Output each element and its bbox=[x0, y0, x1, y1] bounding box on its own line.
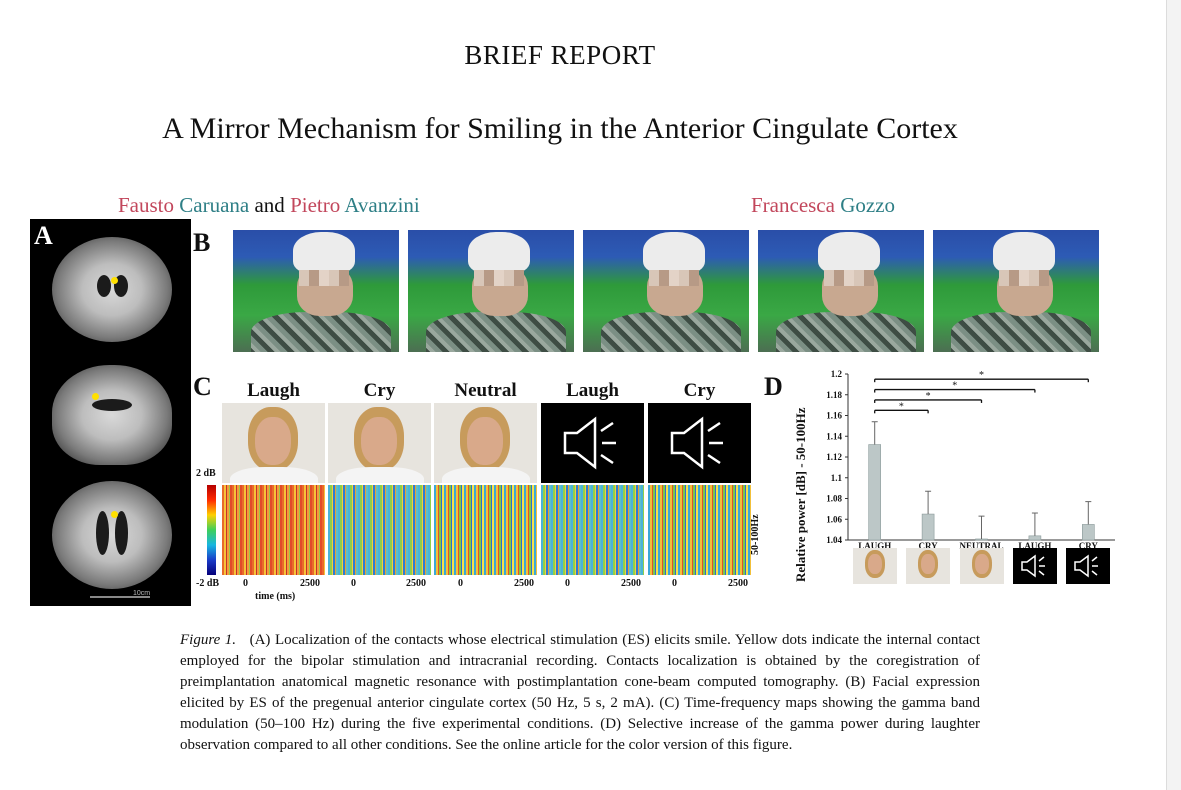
condition-label: Laugh bbox=[247, 380, 300, 401]
contact-dot bbox=[92, 393, 99, 400]
y-tick-label: 1.1 bbox=[831, 473, 843, 483]
condition-label: Cry bbox=[683, 380, 716, 401]
panel-letter-a: A bbox=[34, 221, 53, 250]
mri-axial-image bbox=[52, 481, 172, 589]
report-label: BRIEF REPORT bbox=[464, 40, 656, 70]
mri-sagittal-image bbox=[52, 365, 172, 465]
y-tick-label: 1.06 bbox=[826, 514, 842, 524]
patient-photo bbox=[233, 230, 399, 352]
patient-photo bbox=[758, 230, 924, 352]
stimulus-face-cry bbox=[328, 403, 431, 483]
bar bbox=[1081, 524, 1095, 541]
panel-letter-b: B bbox=[193, 228, 211, 257]
y-tick-label: 1.16 bbox=[826, 411, 842, 421]
contact-dot bbox=[111, 511, 118, 518]
tf-map-cry bbox=[328, 485, 431, 575]
condition-label: Cry bbox=[363, 380, 396, 401]
author-joiner: and bbox=[254, 193, 285, 217]
category-face-thumbnail bbox=[906, 548, 951, 584]
contact-dot bbox=[111, 277, 118, 284]
colorbar bbox=[207, 485, 216, 575]
panel-letter-c: C bbox=[193, 372, 212, 401]
patient-photo bbox=[583, 230, 749, 352]
y-tick-label: 1.08 bbox=[826, 494, 842, 504]
patient-photo bbox=[933, 230, 1099, 352]
tf-tick: 0 bbox=[458, 578, 463, 589]
bar bbox=[1028, 535, 1042, 541]
colorbar-top-label: 2 dB bbox=[196, 468, 216, 479]
stimulus-face-laugh bbox=[222, 403, 325, 483]
significance-marker: * bbox=[899, 401, 904, 412]
y-tick-label: 1.18 bbox=[826, 390, 842, 400]
tf-tick: 2500 bbox=[406, 578, 426, 589]
condition-label: Laugh bbox=[566, 380, 619, 401]
scale-label: 10cm bbox=[133, 590, 151, 597]
author-last-name: Gozzo bbox=[840, 193, 896, 217]
patient-photo bbox=[408, 230, 574, 352]
bar bbox=[868, 444, 882, 541]
author-first-name: Francesca bbox=[751, 193, 835, 217]
author-line-right: Francesca Gozzo bbox=[751, 193, 895, 218]
category-label: LAUGH bbox=[858, 541, 891, 551]
tf-map-cry-audio bbox=[648, 485, 751, 575]
category-label: NEUTRAL bbox=[959, 541, 1003, 551]
category-label: CRY bbox=[919, 541, 939, 551]
tf-tick: 0 bbox=[565, 578, 570, 589]
caption-text: (A) Localization of the contacts whose e… bbox=[180, 632, 981, 753]
colorbar-bottom-label: -2 dB bbox=[196, 578, 220, 589]
significance-marker: * bbox=[979, 370, 984, 381]
panel-a-mri: A 10cm bbox=[30, 219, 191, 606]
figure-label: Figure 1. bbox=[180, 632, 237, 648]
speaker-icon bbox=[1066, 548, 1111, 584]
mri-coronal-image bbox=[52, 237, 172, 342]
tf-band-label: 50-100Hz bbox=[750, 514, 761, 555]
tf-map-neutral bbox=[434, 485, 537, 575]
speaker-icon bbox=[1012, 548, 1057, 584]
tf-map-laugh bbox=[222, 485, 325, 575]
stimulus-face-neutral bbox=[434, 403, 537, 483]
author-last-name: Avanzini bbox=[344, 193, 420, 217]
bar bbox=[921, 513, 935, 541]
y-tick-label: 1.2 bbox=[831, 369, 843, 379]
tf-map-laugh-audio bbox=[541, 485, 644, 575]
tf-tick: 0 bbox=[351, 578, 356, 589]
speaker-icon bbox=[541, 403, 644, 483]
tf-x-axis-label: time (ms) bbox=[255, 591, 296, 602]
y-tick-label: 1.14 bbox=[826, 431, 842, 441]
tf-tick: 0 bbox=[672, 578, 677, 589]
condition-label: Neutral bbox=[454, 380, 517, 401]
category-face-thumbnail bbox=[959, 548, 1004, 584]
author-line-left: Fausto Caruana and Pietro Avanzini bbox=[118, 193, 420, 218]
tf-tick: 2500 bbox=[300, 578, 320, 589]
paper-title: A Mirror Mechanism for Smiling in the An… bbox=[162, 112, 958, 145]
significance-marker: * bbox=[926, 391, 931, 402]
y-tick-label: 1.12 bbox=[826, 452, 842, 462]
tf-tick: 2500 bbox=[514, 578, 534, 589]
tf-tick: 0 bbox=[243, 578, 248, 589]
y-tick-label: 1.04 bbox=[826, 535, 842, 545]
figure-caption: Figure 1. (A) Localization of the contac… bbox=[180, 630, 980, 756]
bar bbox=[975, 538, 988, 541]
chart-y-axis-label: Relative power [dB] - 50-100Hz bbox=[793, 407, 808, 582]
category-face-thumbnail bbox=[852, 548, 897, 584]
author-first-name: Fausto bbox=[118, 193, 175, 217]
significance-marker: * bbox=[952, 381, 957, 392]
tf-tick: 2500 bbox=[621, 578, 641, 589]
tf-tick: 2500 bbox=[728, 578, 748, 589]
speaker-icon bbox=[648, 403, 751, 483]
panel-letter-d: D bbox=[764, 372, 783, 401]
author-first-name: Pietro bbox=[290, 193, 341, 217]
scrollbar[interactable] bbox=[1166, 0, 1181, 790]
category-label: LAUGH bbox=[1018, 541, 1051, 551]
scale-bar bbox=[90, 596, 150, 598]
category-label: CRY bbox=[1079, 541, 1099, 551]
author-last-name: Caruana bbox=[179, 193, 250, 217]
